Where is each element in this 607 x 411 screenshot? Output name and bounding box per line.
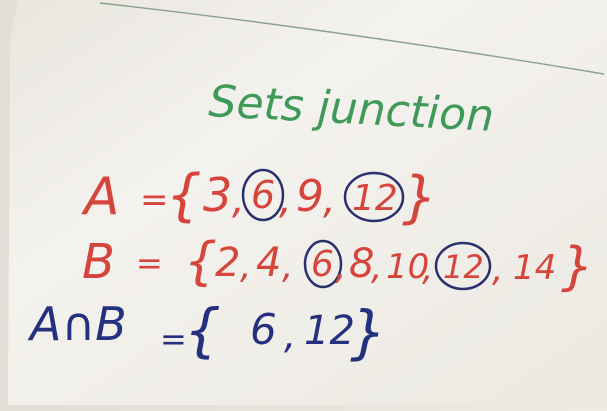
set-a-equals: = xyxy=(140,180,169,220)
intersection-close-brace: } xyxy=(350,298,387,366)
comma: , xyxy=(371,247,382,288)
set-b-element: 6 xyxy=(311,244,334,285)
set-b-close-brace: } xyxy=(561,237,594,297)
comma: , xyxy=(240,246,251,287)
set-a-line: A = { 3 , 6 , 9 , 12 } xyxy=(81,163,438,230)
set-b-element: 8 xyxy=(349,241,374,287)
intersection-equals: = xyxy=(160,320,187,358)
set-b-element: 14 xyxy=(513,248,556,288)
comma: , xyxy=(232,177,245,223)
board-frame-line xyxy=(99,2,605,75)
intersection-line: A∩B = { 6 , 12 } xyxy=(27,296,387,366)
circle-mark xyxy=(303,239,343,289)
set-a-element: 3 xyxy=(203,168,232,222)
set-a-element: 9 xyxy=(296,171,324,222)
set-b-line: B = { 2 , 4 , 6 , 8 , 10 , 12 , 14 } xyxy=(82,232,594,297)
comma: , xyxy=(422,248,433,289)
circle-mark xyxy=(434,241,492,291)
set-b-name: B xyxy=(82,234,115,290)
set-a-element: 6 xyxy=(251,173,275,217)
circle-mark xyxy=(343,171,405,223)
set-b-element: 10 xyxy=(386,247,429,287)
set-b-element: 4 xyxy=(256,240,281,286)
intersection-name: A∩B xyxy=(27,297,127,351)
set-b-element: 12 xyxy=(443,248,484,286)
set-b-open-brace: { xyxy=(184,232,217,292)
intersection-open-brace: { xyxy=(184,296,221,364)
comma: , xyxy=(492,249,503,290)
comma: , xyxy=(279,177,292,223)
comma: , xyxy=(335,247,346,288)
intersection-element: 6 xyxy=(250,305,277,354)
set-a-close-brace: } xyxy=(402,165,438,230)
intersection-element: 12 xyxy=(304,308,355,354)
circle-mark xyxy=(241,168,285,222)
set-a-name: A xyxy=(81,167,120,227)
comma: , xyxy=(284,313,296,357)
set-a-element: 12 xyxy=(352,178,398,219)
set-a-open-brace: { xyxy=(166,163,202,228)
comma: , xyxy=(282,246,293,287)
comma: , xyxy=(323,177,336,223)
set-b-element: 2 xyxy=(215,240,240,286)
whiteboard-surface xyxy=(8,0,607,405)
set-b-equals: = xyxy=(136,244,163,282)
